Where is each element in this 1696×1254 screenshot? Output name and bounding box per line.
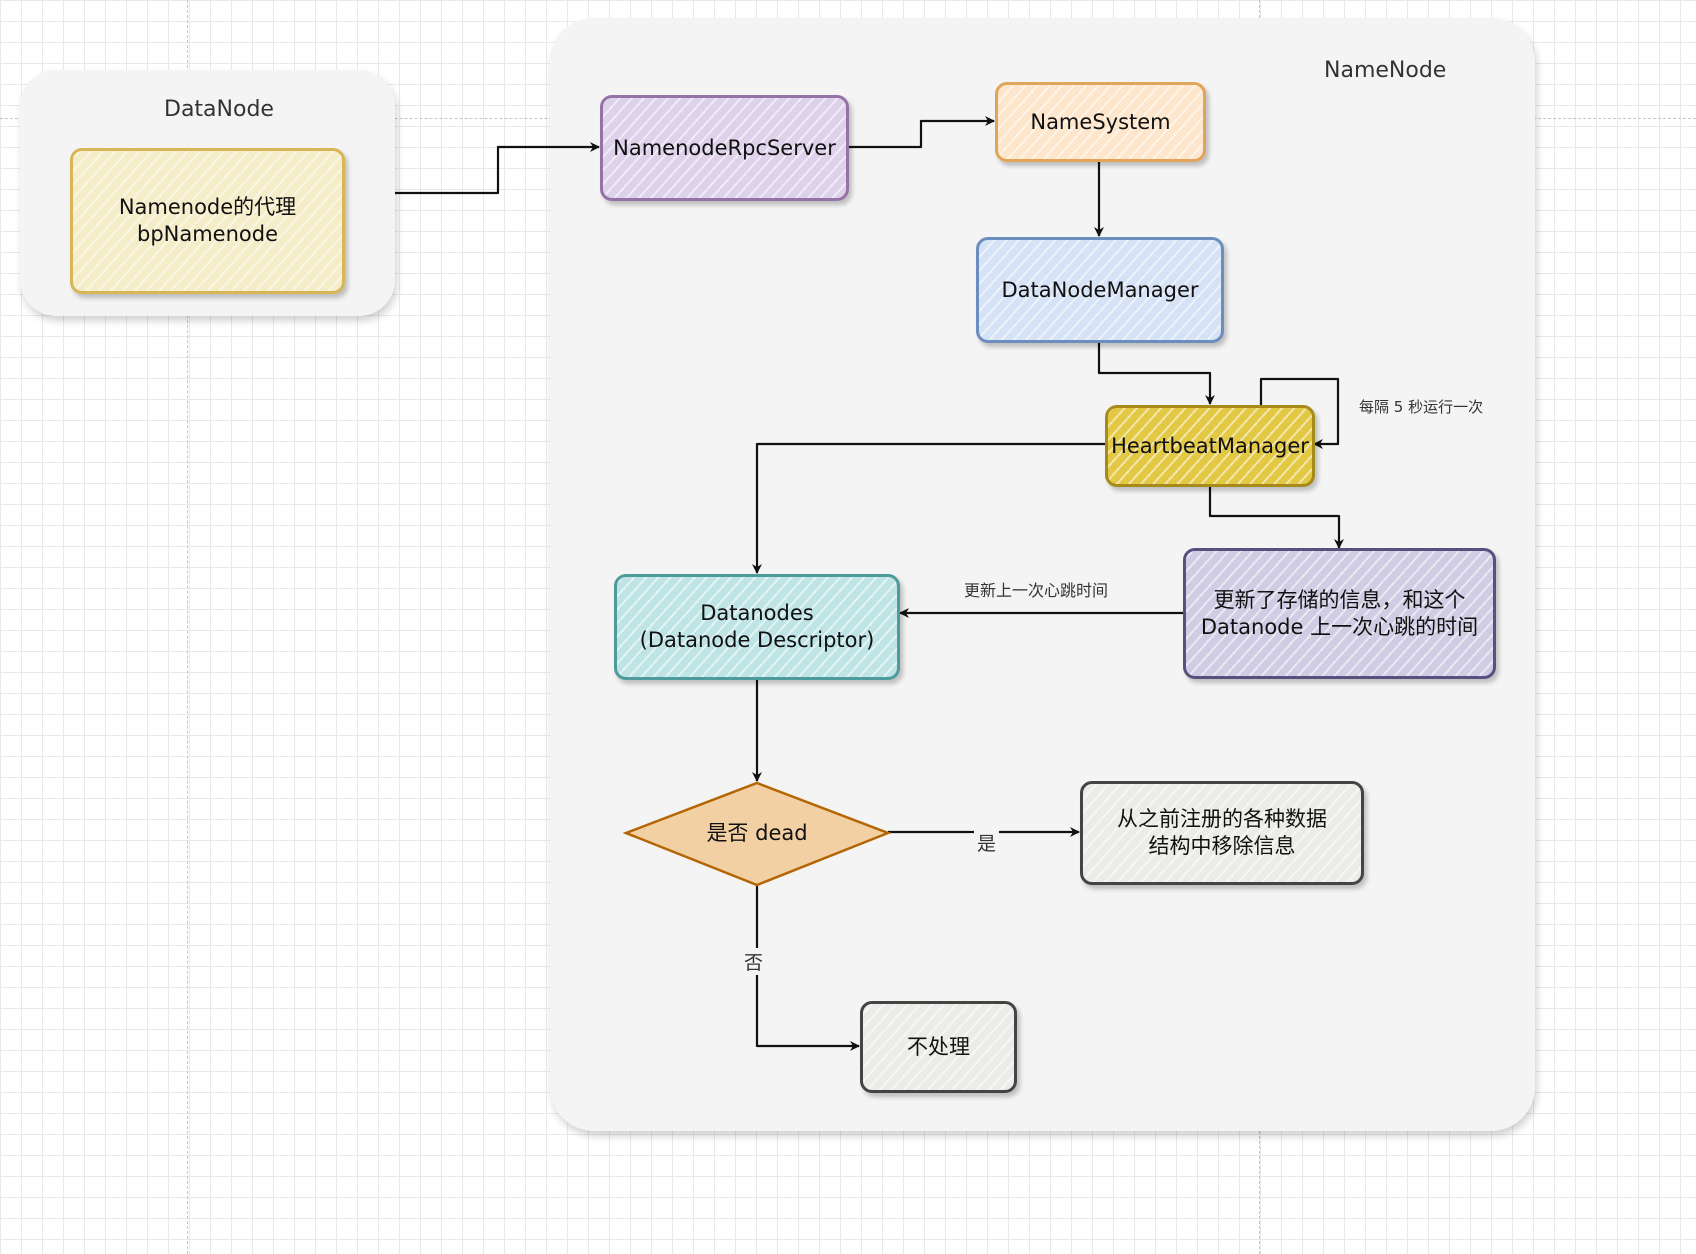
datanode-manager-label: DataNodeManager (1001, 277, 1199, 302)
decision-diamond-shape (622, 781, 892, 887)
edge-hb-to-update (1208, 487, 1344, 549)
remove-info-node[interactable]: 从之前注册的各种数据 结构中移除信息 (1080, 781, 1364, 885)
namenode-proxy-node[interactable]: Namenode的代理 bpNamenode (70, 148, 345, 294)
datanode-container-title: DataNode (164, 97, 274, 122)
datanode-manager-node[interactable]: DataNodeManager (976, 237, 1224, 343)
name-system-node[interactable]: NameSystem (995, 82, 1206, 162)
namenode-container-title: NameNode (1324, 58, 1447, 83)
decision-dead-node[interactable]: 是否 dead (640, 808, 874, 858)
no-label: 否 (741, 948, 767, 975)
namenode-rpc-server-label: NamenodeRpcServer (613, 135, 836, 160)
edge-hb-self-loop (1259, 377, 1340, 449)
edge-rpc-to-namesystem (849, 116, 995, 149)
edge-dead-to-noaction (755, 885, 860, 1051)
heartbeat-manager-label: HeartbeatManager (1111, 433, 1309, 458)
namenode-rpc-server-node[interactable]: NamenodeRpcServer (600, 95, 849, 201)
edge-hb-to-datanodes (752, 442, 1105, 574)
guide-line-vertical-left (187, 0, 188, 1254)
datanodes-descriptor-label: Datanodes (Datanode Descriptor) (639, 601, 875, 652)
yes-label: 是 (974, 829, 1000, 856)
edge-proxy-to-rpc (395, 142, 600, 195)
remove-info-label: 从之前注册的各种数据 结构中移除信息 (1117, 807, 1327, 858)
namenode-proxy-label: Namenode的代理 bpNamenode (118, 195, 297, 246)
self-loop-label: 每隔 5 秒运行一次 (1359, 398, 1484, 416)
edge-dnm-to-hb (1097, 343, 1215, 405)
update-heartbeat-label: 更新上一次心跳时间 (964, 581, 1109, 600)
no-action-node[interactable]: 不处理 (860, 1001, 1017, 1093)
update-info-label: 更新了存储的信息，和这个 Datanode 上一次心跳的时间 (1200, 587, 1479, 639)
name-system-label: NameSystem (1030, 109, 1171, 134)
decision-dead-label: 是否 dead (706, 820, 808, 845)
no-action-label: 不处理 (907, 1034, 970, 1059)
datanodes-descriptor-node[interactable]: Datanodes (Datanode Descriptor) (614, 574, 900, 680)
update-info-node[interactable]: 更新了存储的信息，和这个 Datanode 上一次心跳的时间 (1183, 548, 1496, 679)
heartbeat-manager-node[interactable]: HeartbeatManager (1105, 405, 1315, 487)
